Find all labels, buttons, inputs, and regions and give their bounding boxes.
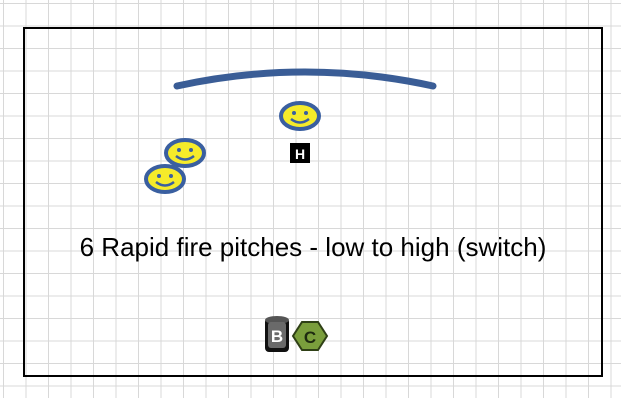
hitter-label: H [295,146,305,162]
coach-label: C [304,328,316,347]
hitter-marker: H [290,143,310,163]
player-smiley-icon [144,164,186,194]
player-smiley-icon [164,138,206,168]
bucket-marker: B [265,316,289,352]
drill-caption: 6 Rapid fire pitches - low to high (swit… [79,232,547,262]
player-smiley-icon [279,101,321,131]
coach-marker: C [291,321,329,351]
bucket-label: B [271,327,283,346]
field-border [23,27,603,377]
fence-arc [173,68,437,90]
